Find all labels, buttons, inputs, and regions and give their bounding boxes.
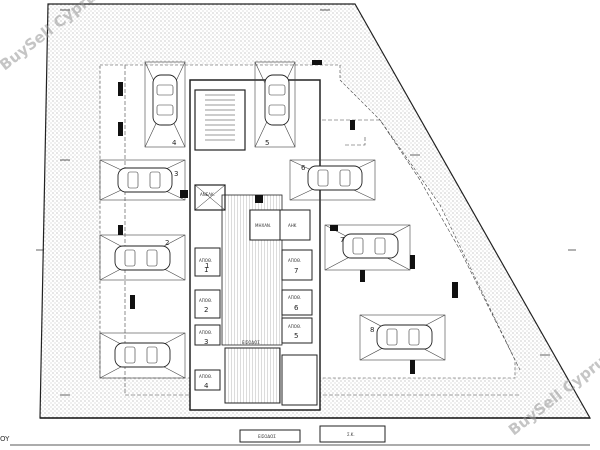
apartment-number: 5 xyxy=(294,332,298,340)
apartment-label: ΑΠΟΘ. xyxy=(288,295,301,300)
storage-labels: ΑΠΟΘ. 1 ΑΠΟΘ. 2 ΑΠΟΘ. 3 ΑΠΟΘ. 4 ΑΠΟΘ. 5 … xyxy=(199,258,301,390)
apartment-number: 2 xyxy=(204,306,208,314)
parking-number: 4 xyxy=(172,139,177,147)
parking-number: 2 xyxy=(165,239,169,247)
room-storage xyxy=(279,209,311,241)
room-mechanical xyxy=(249,209,281,241)
room-mechanical-label: ΜΗΧΑΝ. xyxy=(255,223,271,228)
apartment-number: 1 xyxy=(204,266,208,274)
room-storage-label: ΑΗΚ xyxy=(288,223,297,228)
apartment-label: ΑΠΟΘ. xyxy=(199,330,212,335)
car-icon xyxy=(117,167,173,193)
parking-number: 7 xyxy=(340,236,344,244)
gate-label: ΕΙΣΟΔΟΣ xyxy=(258,434,276,439)
apartment-number: 6 xyxy=(294,304,299,312)
storage-rooms-left xyxy=(194,247,221,391)
car-icon xyxy=(114,245,171,271)
car-icon xyxy=(376,324,433,350)
ramp-label: Σ.Κ. xyxy=(347,432,355,437)
apartment-number: 4 xyxy=(204,382,209,390)
apartment-label: ΑΠΟΘ. xyxy=(199,374,212,379)
lift-shaft xyxy=(194,184,226,211)
car-icon xyxy=(152,74,178,126)
storage-rooms-right xyxy=(281,249,313,344)
structural-columns xyxy=(118,60,458,374)
stair-treads xyxy=(205,94,235,141)
car-icon xyxy=(307,165,363,191)
lift-label: ΑΝΕΛΚ. xyxy=(200,192,215,197)
parking-number: 6 xyxy=(301,164,306,172)
entrance-gate xyxy=(239,429,301,443)
parking-number: 8 xyxy=(370,326,374,334)
entrance-stair xyxy=(224,347,281,404)
parking-number: 1 xyxy=(205,262,209,270)
apartment-label: ΑΠΟΘ. xyxy=(199,298,212,303)
apartment-label: ΑΠΟΘ. xyxy=(199,258,212,263)
apartment-label: ΑΠΟΘ. xyxy=(288,324,301,329)
car-windows xyxy=(124,84,420,364)
parking-number: 5 xyxy=(265,139,269,147)
corner-text: OY xyxy=(0,435,10,443)
ramp xyxy=(319,425,386,443)
apartment-number: 7 xyxy=(294,267,298,275)
car-icon xyxy=(264,74,290,126)
car-icon xyxy=(342,233,399,259)
apartment-number: 3 xyxy=(204,338,208,346)
parking-numbers: 1 2 3 4 5 6 7 8 xyxy=(165,139,374,334)
perimeter-marks xyxy=(36,9,576,396)
car-icons xyxy=(114,74,433,368)
entrance-hall xyxy=(281,354,318,406)
car-icon xyxy=(114,342,171,368)
parking-number: 3 xyxy=(174,170,178,178)
entrance-label: ΕΙΣΟΔΟΣ xyxy=(242,340,260,345)
apartment-label: ΑΠΟΘ. xyxy=(288,258,301,263)
